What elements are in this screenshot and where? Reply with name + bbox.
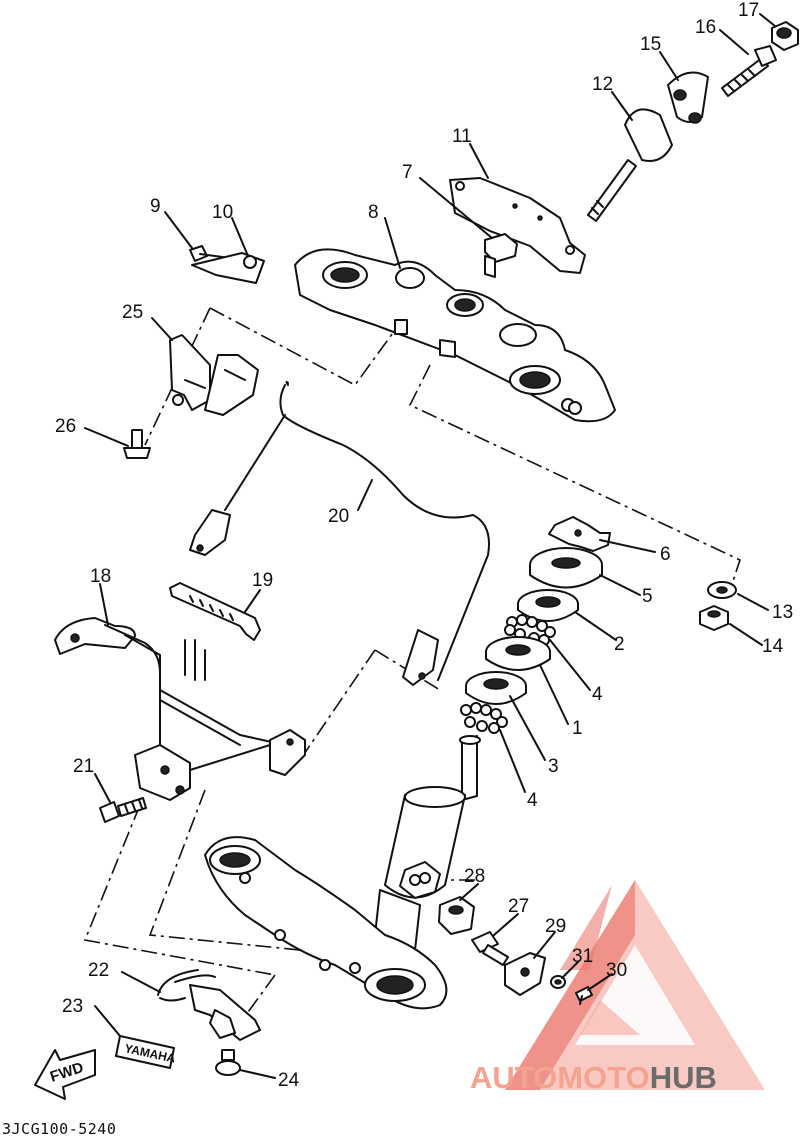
part-22-bracket bbox=[157, 969, 261, 1041]
callout-9: 9 bbox=[150, 196, 161, 217]
callout-6: 6 bbox=[660, 544, 671, 565]
part-13-washer bbox=[707, 581, 737, 599]
part-3-bearing-race bbox=[465, 671, 527, 705]
callout-2: 2 bbox=[614, 634, 625, 655]
callout-27: 27 bbox=[508, 896, 529, 917]
callout-4-lower: 4 bbox=[527, 790, 538, 811]
part-4-ball-bearings-lower bbox=[460, 702, 508, 734]
callout-11: 11 bbox=[452, 126, 472, 147]
callout-28: 28 bbox=[464, 866, 485, 887]
part-29-plate bbox=[504, 952, 546, 996]
callout-23: 23 bbox=[62, 996, 83, 1017]
callout-19: 19 bbox=[252, 570, 273, 591]
part-16-bolt bbox=[721, 45, 777, 97]
part-14-nut bbox=[699, 605, 729, 631]
watermark-text: AUTOMOTOHUB bbox=[470, 1060, 717, 1095]
callout-31: 31 bbox=[572, 946, 593, 967]
callout-26: 26 bbox=[55, 416, 76, 437]
part-27-pin bbox=[471, 931, 509, 966]
part-24-screw bbox=[215, 1049, 241, 1076]
part-28-bushing bbox=[438, 896, 475, 935]
part-25-bracket bbox=[169, 334, 259, 416]
watermark-brand-part1: AUTOMOTO bbox=[470, 1060, 650, 1095]
callout-5: 5 bbox=[642, 586, 653, 607]
watermark-logo bbox=[505, 880, 765, 1090]
callout-25: 25 bbox=[122, 302, 143, 323]
watermark-brand: AUTOMOTOHUB bbox=[470, 1060, 717, 1095]
callout-17: 17 bbox=[738, 0, 759, 21]
part-17-nut bbox=[771, 21, 799, 51]
part-2-bearing-race bbox=[517, 589, 579, 622]
part-19-cable-tie bbox=[169, 582, 261, 641]
callout-1: 1 bbox=[572, 718, 583, 739]
callout-7: 7 bbox=[402, 162, 413, 183]
callout-29: 29 bbox=[545, 916, 566, 937]
callout-14: 14 bbox=[762, 636, 784, 657]
callout-4-upper: 4 bbox=[592, 684, 603, 705]
part-6-lock-washer bbox=[548, 516, 611, 552]
callout-20: 20 bbox=[328, 506, 349, 527]
leader-lines bbox=[84, 13, 776, 1079]
part-26-bolt bbox=[123, 429, 151, 459]
callout-30: 30 bbox=[606, 960, 627, 981]
part-21-bolt bbox=[99, 797, 147, 823]
callout-12: 12 bbox=[592, 74, 613, 95]
callout-22: 22 bbox=[88, 960, 109, 981]
part-20-cable bbox=[189, 380, 490, 686]
part-12-handlebar-holder bbox=[587, 108, 673, 222]
part-code: 3JCG100-5240 bbox=[2, 1120, 116, 1138]
callout-10: 10 bbox=[212, 202, 233, 223]
part-10-bracket bbox=[191, 252, 265, 284]
callout-21: 21 bbox=[73, 756, 94, 777]
part-15-clamp bbox=[667, 71, 709, 124]
alignment-lines bbox=[83, 307, 741, 1031]
part-8-upper-bracket bbox=[294, 248, 616, 423]
steering-stem bbox=[204, 735, 481, 1010]
callout-3: 3 bbox=[548, 756, 559, 777]
part-23-emblem bbox=[115, 1035, 175, 1069]
callout-15: 15 bbox=[640, 34, 661, 55]
part-1-bearing-race bbox=[485, 636, 551, 671]
part-5-ring-nut bbox=[529, 547, 603, 589]
callout-18: 18 bbox=[90, 566, 111, 587]
fwd-arrow bbox=[34, 1049, 96, 1100]
part-7-bolt bbox=[484, 233, 518, 278]
callout-8: 8 bbox=[368, 202, 379, 223]
watermark-brand-part2: HUB bbox=[650, 1060, 717, 1095]
callout-24: 24 bbox=[278, 1070, 300, 1091]
callout-13: 13 bbox=[772, 602, 793, 623]
part-11-plate bbox=[449, 177, 586, 274]
callout-16: 16 bbox=[695, 17, 716, 38]
part-18-stay bbox=[54, 617, 306, 801]
part-31-washer bbox=[550, 975, 566, 989]
